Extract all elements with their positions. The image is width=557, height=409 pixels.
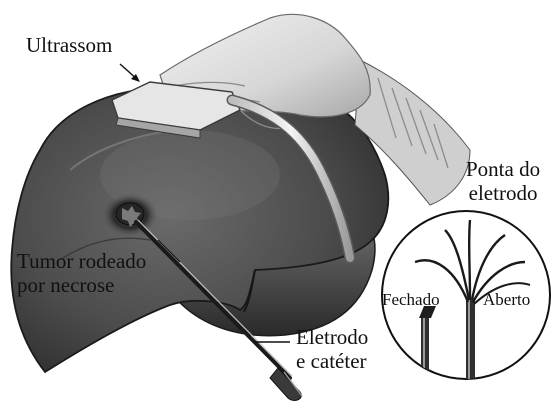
label-fechado: Fechado (382, 290, 440, 309)
label-ponta-line2: eletrodo (466, 182, 540, 206)
ultrassom-arrow (120, 64, 140, 82)
tumor-illustration (102, 193, 158, 237)
label-tumor: Tumor rodeado por necrose (17, 250, 146, 297)
label-ponta-line1: Ponta do (466, 158, 540, 182)
label-eletrodo-line2: e catéter (296, 350, 368, 374)
label-tumor-line1: Tumor rodeado (17, 250, 146, 274)
label-tumor-line2: por necrose (17, 274, 146, 298)
label-eletrodo-line1: Eletrodo (296, 326, 368, 350)
label-ultrassom: Ultrassom (26, 34, 112, 58)
label-aberto: Aberto (483, 290, 530, 309)
label-eletrodo: Eletrodo e catéter (296, 326, 368, 373)
label-ponta: Ponta do eletrodo (466, 158, 540, 205)
